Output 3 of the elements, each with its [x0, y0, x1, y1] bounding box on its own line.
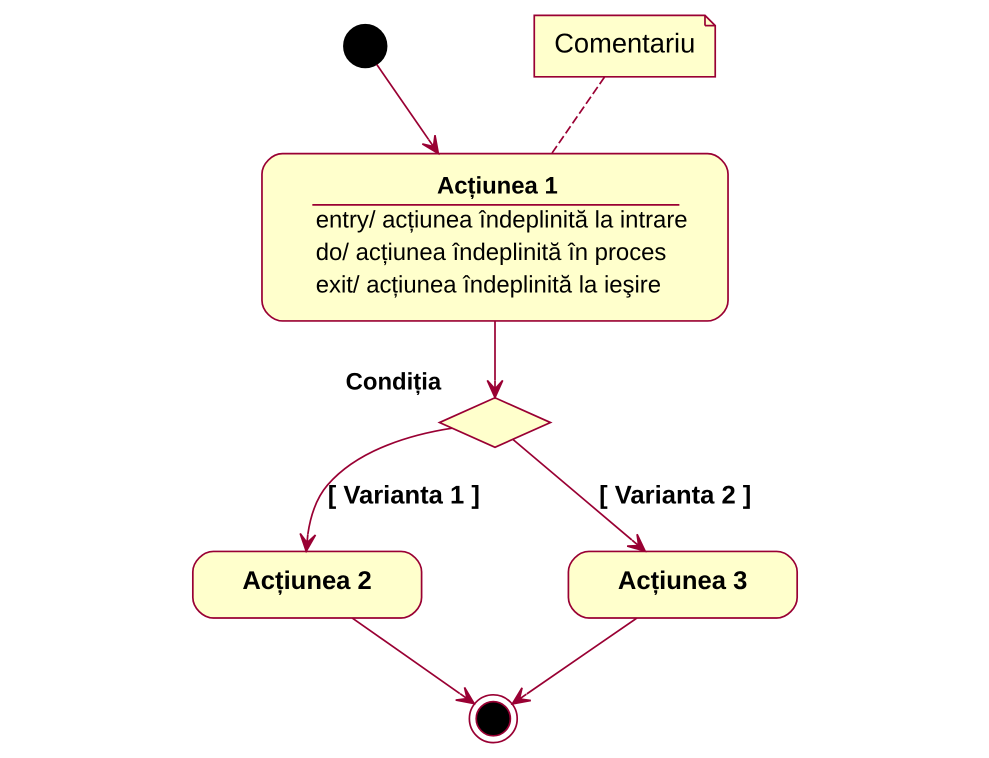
- node-label: Condiția: [345, 368, 441, 396]
- edge-label: [ Varianta 1 ]: [327, 482, 480, 510]
- edge-label: [ Varianta 2 ]: [598, 482, 751, 510]
